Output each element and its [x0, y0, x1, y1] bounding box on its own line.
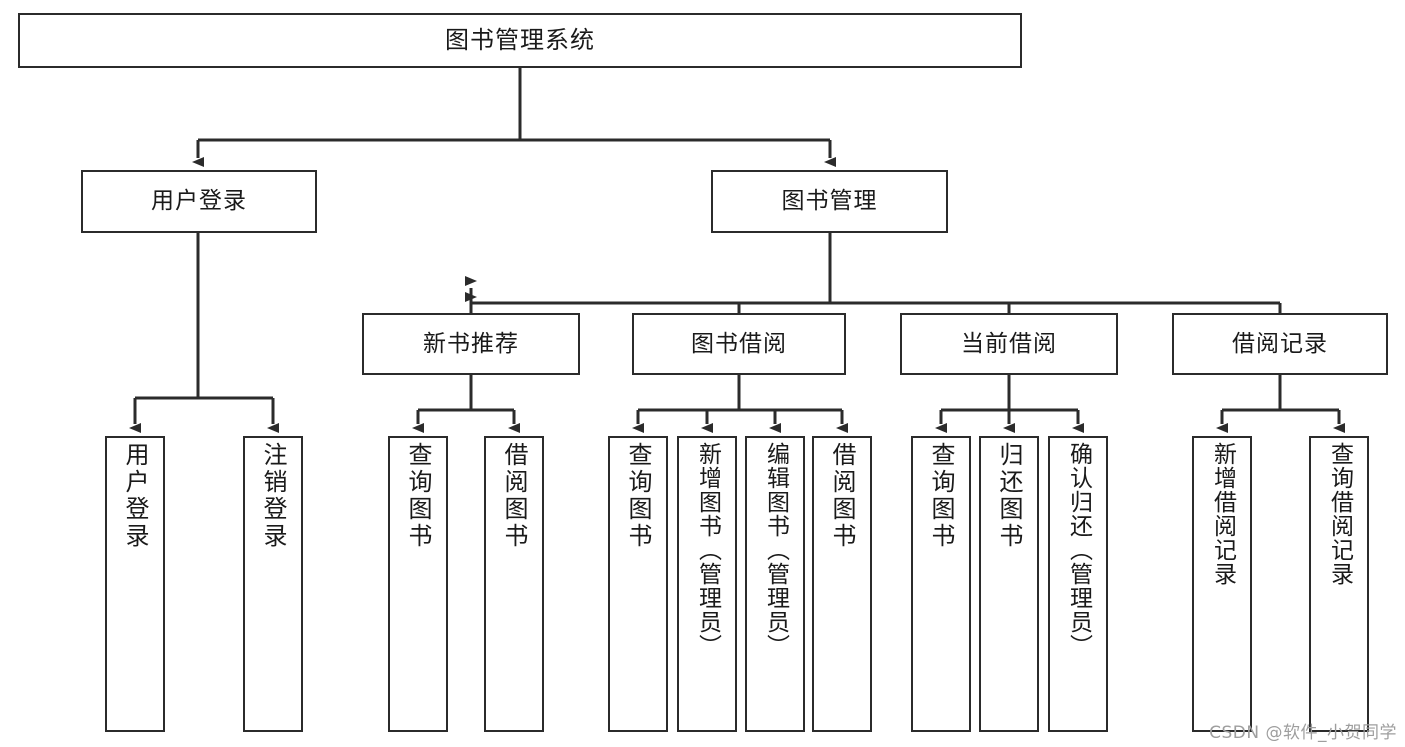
node-user-login-label: 用户登录 [151, 188, 247, 215]
node-leaf-query-record-label: 查询借阅记录 [1326, 442, 1353, 586]
node-leaf-query-book-1[interactable]: 查询图书 [388, 436, 448, 732]
node-leaf-add-record[interactable]: 新增借阅记录 [1192, 436, 1252, 732]
node-current-borrow[interactable]: 当前借阅 [900, 313, 1118, 375]
node-leaf-user-login[interactable]: 用户登录 [105, 436, 165, 732]
node-leaf-return-book[interactable]: 归还图书 [979, 436, 1039, 732]
node-new-book-rec-label: 新书推荐 [423, 330, 519, 357]
node-leaf-borrow-book-2-label: 借阅图书 [828, 442, 856, 550]
node-leaf-add-book[interactable]: 新增图书（管理员） [677, 436, 737, 732]
node-leaf-user-login-label: 用户登录 [121, 442, 149, 550]
node-borrow-record[interactable]: 借阅记录 [1172, 313, 1388, 375]
node-leaf-confirm-return-label: 确认归还（管理员） [1065, 442, 1092, 658]
node-leaf-add-book-label: 新增图书（管理员） [694, 442, 721, 658]
node-leaf-query-book-1-label: 查询图书 [404, 442, 432, 550]
node-leaf-add-record-label: 新增借阅记录 [1209, 442, 1236, 586]
node-new-book-rec[interactable]: 新书推荐 [362, 313, 580, 375]
watermark: CSDN @软件_小贺同学 [1209, 723, 1397, 743]
node-borrow-record-label: 借阅记录 [1232, 330, 1328, 357]
node-leaf-logout-label: 注销登录 [259, 442, 287, 550]
node-leaf-return-book-label: 归还图书 [995, 442, 1023, 550]
node-leaf-query-book-3-label: 查询图书 [927, 442, 955, 550]
node-leaf-query-book-3[interactable]: 查询图书 [911, 436, 971, 732]
node-leaf-edit-book-label: 编辑图书（管理员） [762, 442, 789, 658]
node-book-borrow[interactable]: 图书借阅 [632, 313, 846, 375]
node-leaf-query-book-2[interactable]: 查询图书 [608, 436, 668, 732]
node-leaf-borrow-book-1[interactable]: 借阅图书 [484, 436, 544, 732]
node-current-borrow-label: 当前借阅 [961, 330, 1057, 357]
node-book-manage[interactable]: 图书管理 [711, 170, 948, 233]
node-leaf-query-book-2-label: 查询图书 [624, 442, 652, 550]
node-book-borrow-label: 图书借阅 [691, 330, 787, 357]
node-root[interactable]: 图书管理系统 [18, 13, 1022, 68]
node-leaf-confirm-return[interactable]: 确认归还（管理员） [1048, 436, 1108, 732]
node-leaf-borrow-book-2[interactable]: 借阅图书 [812, 436, 872, 732]
node-root-label: 图书管理系统 [445, 25, 595, 54]
node-leaf-logout[interactable]: 注销登录 [243, 436, 303, 732]
node-leaf-edit-book[interactable]: 编辑图书（管理员） [745, 436, 805, 732]
node-user-login[interactable]: 用户登录 [81, 170, 317, 233]
node-book-manage-label: 图书管理 [781, 188, 878, 215]
node-leaf-query-record[interactable]: 查询借阅记录 [1309, 436, 1369, 732]
node-leaf-borrow-book-1-label: 借阅图书 [500, 442, 528, 550]
